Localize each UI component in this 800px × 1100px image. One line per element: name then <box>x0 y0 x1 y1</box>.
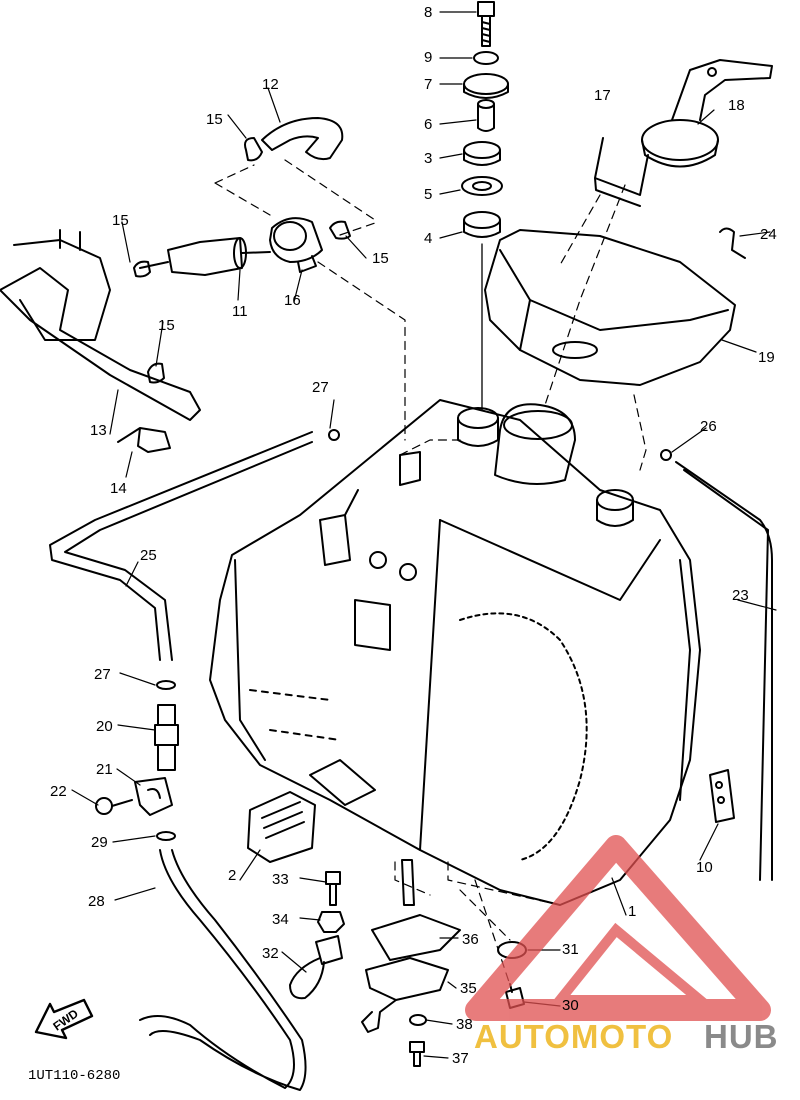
rear-cap-boss <box>596 489 634 527</box>
callout-10: 10 <box>696 859 713 876</box>
part-11-fuel-filter <box>139 237 271 276</box>
callout-17: 18 <box>728 97 745 114</box>
callout-11: 11 <box>232 303 248 320</box>
callout-3: 3 <box>424 150 433 167</box>
tank-fitting-vent <box>319 489 359 566</box>
part-14-bracket <box>117 427 171 453</box>
callout-35: 35 <box>460 980 477 997</box>
tank-fitting-left <box>399 451 421 486</box>
callout-15b: 15 <box>112 212 129 229</box>
callout-8: 8 <box>424 4 433 21</box>
callout-25: 22 <box>50 783 67 800</box>
callout-31: 31 <box>562 941 579 958</box>
part-2-damper <box>247 791 316 863</box>
part-26-fuel-hose <box>49 431 313 661</box>
callout-15a: 15 <box>206 111 223 128</box>
part-25-screw <box>95 797 133 815</box>
callout-38: 38 <box>456 1016 473 1033</box>
callout-27b: 27 <box>94 666 111 683</box>
callout-13: 13 <box>90 422 107 439</box>
part-32-wire-clip <box>289 935 343 1000</box>
callout-16: 16 <box>284 292 301 309</box>
callout-26: 25 <box>140 547 157 564</box>
filler-neck <box>494 403 576 485</box>
callout-9: 9 <box>424 49 433 66</box>
callout-15c: 15 <box>372 250 389 267</box>
part-34-nut <box>317 911 345 933</box>
part-37-screw <box>409 1041 425 1067</box>
watermark-logo-icon <box>465 835 771 1021</box>
part-21-clamp <box>719 227 746 259</box>
part-7-cap <box>463 73 509 99</box>
part-16-fuel-pump <box>269 217 323 273</box>
callout-32: 32 <box>262 945 279 962</box>
part-23-valve <box>154 704 179 771</box>
part-38-washer <box>409 1014 427 1026</box>
part-24-bracket <box>134 777 173 816</box>
part-29-clip <box>156 831 176 841</box>
callout-28: 28 <box>88 893 105 910</box>
callout-33: 33 <box>272 871 289 888</box>
callout-15d: 15 <box>158 317 175 334</box>
part-15-clamp-d <box>147 362 165 384</box>
fwd-arrow-icon <box>34 998 94 1040</box>
callout-30: 30 <box>562 997 579 1014</box>
callout-36: 36 <box>462 931 479 948</box>
callout-23: 20 <box>96 718 113 735</box>
watermark-brand-part1: AUTOMOTO <box>474 1018 674 1055</box>
callout-27a: 27 <box>312 379 329 396</box>
part-15-clamp-a <box>244 137 263 162</box>
part-15-clamp-b <box>133 260 151 278</box>
assembly-lines <box>214 159 647 986</box>
fuel-tank-body <box>209 399 701 906</box>
callout-1: 1 <box>628 903 637 920</box>
watermark-brand-part2: HUB <box>704 1018 779 1055</box>
leader-lines <box>71 11 777 1059</box>
part-3-damper <box>463 141 501 166</box>
part-36-plate <box>371 859 461 961</box>
callout-29: 29 <box>91 834 108 851</box>
part-15-clamp-c <box>329 220 351 240</box>
callout-4: 4 <box>424 230 433 247</box>
part-22-clip <box>660 449 672 461</box>
part-10-hose-clamp <box>709 769 735 823</box>
part-33-bolt <box>325 871 341 906</box>
callout-7: 7 <box>424 76 433 93</box>
part-28-fuel-hose <box>139 849 307 1091</box>
callout-21: 24 <box>760 226 777 243</box>
callout-22: 26 <box>700 418 717 435</box>
callout-24: 21 <box>96 761 113 778</box>
part-19-clip <box>594 137 649 207</box>
callout-12: 12 <box>262 76 279 93</box>
part-35-fuel-cock <box>361 957 449 1033</box>
diagram-code: 1UT110-6280 <box>28 1068 121 1084</box>
part-18-tray <box>484 229 736 386</box>
callout-5: 5 <box>424 186 433 203</box>
callout-6: 6 <box>424 116 433 133</box>
part-6-collar <box>477 99 495 132</box>
callout-34: 34 <box>272 911 289 928</box>
part-13-bracket <box>0 229 201 421</box>
part-27-clip-bottom <box>156 680 176 690</box>
part-4-damper <box>463 211 501 238</box>
part-5-washer <box>461 176 503 196</box>
callout-19: 17 <box>594 87 611 104</box>
callout-14: 14 <box>110 480 127 497</box>
part-27-clip-top <box>328 429 340 441</box>
part-8-bolt <box>477 1 495 47</box>
callout-2: 2 <box>228 867 237 884</box>
callout-37: 37 <box>452 1050 469 1067</box>
part-12-hose <box>261 117 344 161</box>
part-17-fuel-cap <box>641 59 773 168</box>
part-20-breather-hose <box>675 461 773 881</box>
callout-18: 19 <box>758 349 775 366</box>
callout-20: 23 <box>732 587 749 604</box>
part-9-washer <box>473 51 499 65</box>
